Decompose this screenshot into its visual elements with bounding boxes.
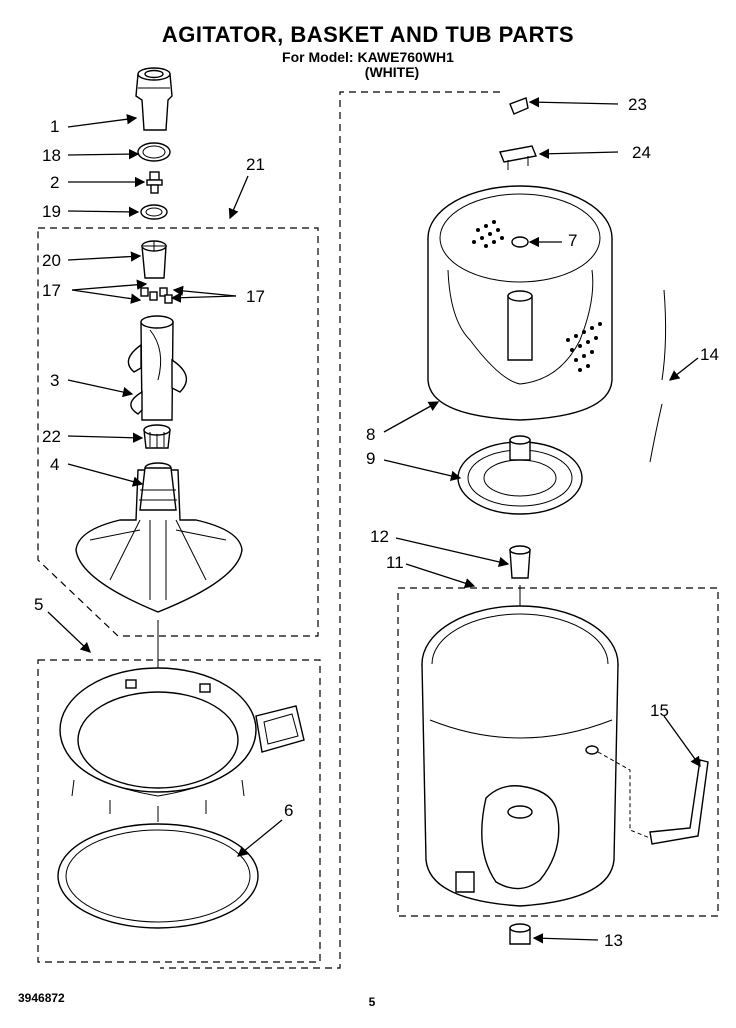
agitator-bolt-part — [146, 171, 163, 194]
callout-20: 20 — [42, 251, 61, 270]
basket-part — [427, 185, 613, 421]
outer-tub-group-outline — [397, 587, 719, 917]
callout-24: 24 — [632, 143, 651, 162]
callout-19: 19 — [42, 202, 61, 221]
callout-22: 22 — [42, 427, 61, 446]
agitator-auger-part — [127, 315, 188, 421]
callout-17-left: 17 — [42, 281, 61, 300]
tub-ring-part — [59, 667, 305, 822]
callout-18: 18 — [42, 146, 61, 165]
retainer-clip-part — [137, 142, 171, 162]
callout-9: 9 — [366, 449, 375, 468]
callout-7: 7 — [568, 231, 577, 250]
basket-hole-pattern — [472, 220, 602, 372]
washer-part — [140, 204, 168, 220]
callout-11: 11 — [386, 553, 404, 572]
basket-nut-part — [509, 97, 529, 115]
callout-14: 14 — [700, 345, 719, 364]
callout-17-right: 17 — [246, 287, 265, 306]
callout-15: 15 — [650, 701, 669, 720]
callout-leaders — [47, 97, 701, 944]
agitator-assembly-group-outline — [37, 227, 319, 637]
agitator-cam-part — [141, 240, 167, 279]
page-number: 5 — [369, 995, 376, 1009]
callout-5: 5 — [34, 595, 43, 614]
callout-13: 13 — [604, 931, 623, 950]
agitator-cap-part — [135, 67, 173, 131]
callout-21: 21 — [246, 155, 265, 174]
diagram-title: AGITATOR, BASKET AND TUB PARTS — [162, 22, 574, 47]
agitator-base-part — [75, 462, 243, 613]
callout-23: 23 — [628, 95, 647, 114]
basket-drive-block-part — [499, 145, 537, 170]
pressure-tube-part — [597, 751, 709, 845]
color-line: (WHITE) — [365, 64, 419, 80]
model-line: For Model: KAWE760WH1 — [282, 49, 454, 65]
drain-hose-part — [649, 289, 667, 463]
tub-nut-part — [509, 923, 531, 945]
basket-hub-part — [457, 435, 583, 515]
document-number: 3946872 — [18, 991, 65, 1005]
agitator-bearing-part — [143, 424, 171, 449]
callout-6: 6 — [284, 801, 293, 820]
callout-1: 1 — [50, 117, 59, 136]
callout-12: 12 — [370, 527, 389, 546]
tub-seal-part — [509, 545, 531, 579]
callout-8: 8 — [366, 425, 375, 444]
callout-3: 3 — [50, 371, 59, 390]
snap-ring-part — [57, 823, 259, 929]
callout-4: 4 — [50, 455, 59, 474]
agitator-dog-parts — [140, 287, 173, 304]
callout-2: 2 — [50, 173, 59, 192]
outer-tub-part — [421, 605, 619, 907]
tub-ring-group-outline — [37, 659, 321, 963]
